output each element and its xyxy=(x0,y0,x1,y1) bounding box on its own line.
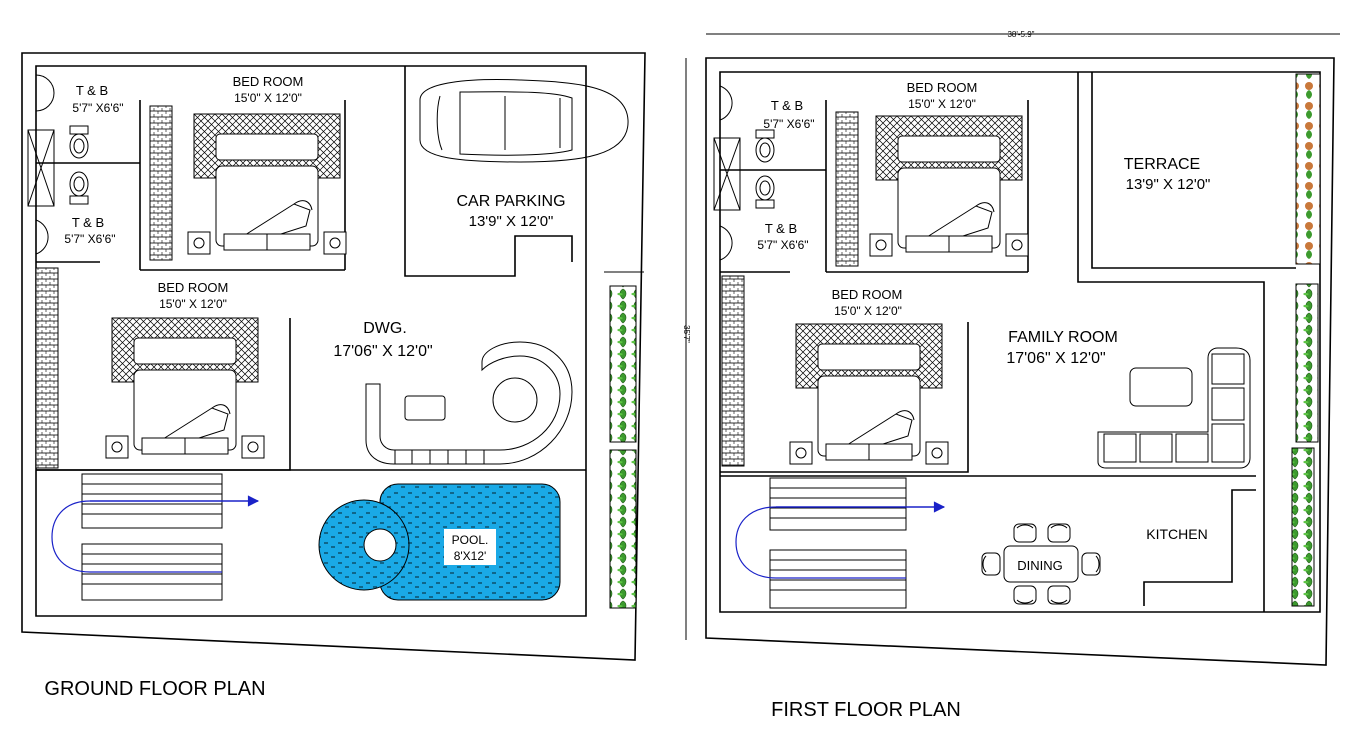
ground-planter-lower xyxy=(609,449,637,609)
kitchen-counter xyxy=(1143,489,1256,606)
drawing-room-name: DWG. xyxy=(363,320,407,337)
ground-closet-bottom xyxy=(35,267,59,469)
ground-bedroom-bottom-name: BED ROOM xyxy=(158,280,229,295)
ground-bath-top-size: 5'7" X6'6" xyxy=(72,101,123,115)
ground-bath-bottom xyxy=(35,171,89,255)
family-room-furniture xyxy=(1097,347,1251,469)
terrace-size: 13'9" X 12'0" xyxy=(1126,176,1211,193)
first-labels: 38'-5.9" 35'7" T & B 5'7" X6'6" BED ROOM… xyxy=(682,30,1210,721)
first-bath-bottom-size: 5'7" X6'6" xyxy=(757,238,808,252)
car-parking-area xyxy=(404,66,629,277)
first-bedroom-top-furniture xyxy=(869,115,1029,257)
ground-labels: T & B 5'7" X6'6" BED ROOM 15'0" X 12'0" … xyxy=(44,74,565,700)
first-bath-top-name: T & B xyxy=(771,98,803,113)
first-bath-bottom xyxy=(719,175,775,261)
first-staircase xyxy=(720,475,1256,609)
width-dimension-label: 38'-5.9" xyxy=(1007,30,1034,39)
first-planter-lower xyxy=(1291,447,1315,607)
ground-bath-bottom-name: T & B xyxy=(72,215,104,230)
ground-bedroom-top-size: 15'0" X 12'0" xyxy=(234,91,302,105)
dining-name: DINING xyxy=(1017,558,1063,573)
ground-drawing-room-furniture xyxy=(365,341,573,465)
first-planter-upper xyxy=(1295,283,1319,443)
ground-planter-upper xyxy=(609,285,637,443)
first-bedroom-top-name: BED ROOM xyxy=(907,80,978,95)
first-bedroom-top-size: 15'0" X 12'0" xyxy=(908,97,976,111)
ground-site-boundary xyxy=(21,52,646,661)
first-bath-top xyxy=(713,85,775,211)
drawing-room-size: 17'06" X 12'0" xyxy=(333,343,432,360)
first-outer-wall xyxy=(719,71,1321,613)
terrace-flower-planter xyxy=(1295,73,1321,265)
ground-floor-title: GROUND FLOOR PLAN xyxy=(44,678,265,700)
kitchen-name: KITCHEN xyxy=(1146,526,1207,542)
first-floor-title: FIRST FLOOR PLAN xyxy=(771,699,961,721)
car-parking-size: 13'9" X 12'0" xyxy=(469,213,554,230)
terrace-name: TERRACE xyxy=(1124,156,1200,173)
ground-bath-top xyxy=(27,74,89,207)
pool-size: 8'X12' xyxy=(454,549,487,563)
height-dimension-label: 35'7" xyxy=(682,325,691,343)
ground-bath-bottom-size: 5'7" X6'6" xyxy=(64,232,115,246)
first-floor-plan xyxy=(685,33,1340,666)
ground-floor-plan xyxy=(21,52,646,661)
car-parking-name: CAR PARKING xyxy=(456,193,565,210)
first-bedroom-bottom-size: 15'0" X 12'0" xyxy=(834,304,902,318)
ground-bedroom-bottom-furniture xyxy=(105,317,265,459)
ground-bedroom-top-furniture xyxy=(187,113,347,255)
terrace-area xyxy=(1077,72,1321,612)
ground-bedroom-bottom-size: 15'0" X 12'0" xyxy=(159,297,227,311)
first-site-boundary xyxy=(705,57,1335,666)
first-closet-top xyxy=(835,111,859,267)
family-room-size: 17'06" X 12'0" xyxy=(1006,350,1105,367)
ground-bath-top-name: T & B xyxy=(76,83,108,98)
first-bath-top-size: 5'7" X6'6" xyxy=(763,117,814,131)
ground-closet-top xyxy=(149,105,173,261)
dining-set xyxy=(981,523,1101,605)
pool-name: POOL. xyxy=(452,533,489,547)
ground-bedroom-top-name: BED ROOM xyxy=(233,74,304,89)
first-bedroom-bottom-name: BED ROOM xyxy=(832,287,903,302)
ground-staircase xyxy=(36,469,586,601)
first-bedroom-bottom-furniture xyxy=(789,323,949,465)
family-room-name: FAMILY ROOM xyxy=(1008,329,1118,346)
first-closet-bottom xyxy=(721,275,745,467)
first-bath-bottom-name: T & B xyxy=(765,221,797,236)
swimming-pool xyxy=(318,483,561,601)
